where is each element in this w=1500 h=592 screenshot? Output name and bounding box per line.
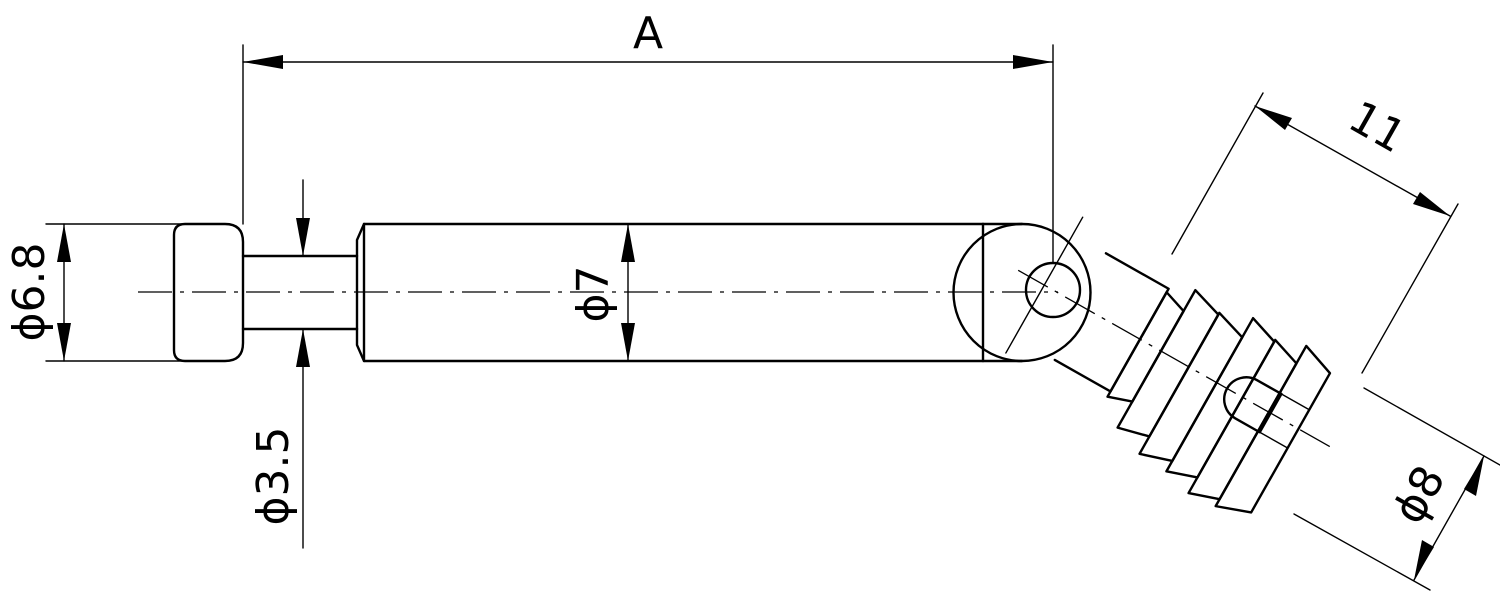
- dimension-dowel-length: 11: [1171, 91, 1459, 374]
- dimension-head-diameter: ϕ6.8: [4, 223, 186, 362]
- dimension-a-label: A: [633, 8, 663, 59]
- dimension-a: A: [242, 8, 1054, 263]
- head-diameter-label: ϕ6.8: [4, 243, 55, 342]
- dowel-length-label: 11: [1340, 91, 1414, 163]
- connector-body: [355, 222, 1092, 363]
- body-diameter-label: ϕ7: [568, 265, 619, 322]
- neck-diameter-label: ϕ3.5: [248, 427, 299, 526]
- dimension-neck-diameter: ϕ3.5: [248, 179, 310, 549]
- dimension-dowel-diameter: ϕ8: [1293, 387, 1500, 591]
- connector-head: [172, 222, 245, 363]
- expansion-dowel: [1005, 216, 1332, 514]
- dowel-diameter-label: ϕ8: [1383, 457, 1455, 532]
- dimension-body-diameter: ϕ7: [568, 223, 635, 362]
